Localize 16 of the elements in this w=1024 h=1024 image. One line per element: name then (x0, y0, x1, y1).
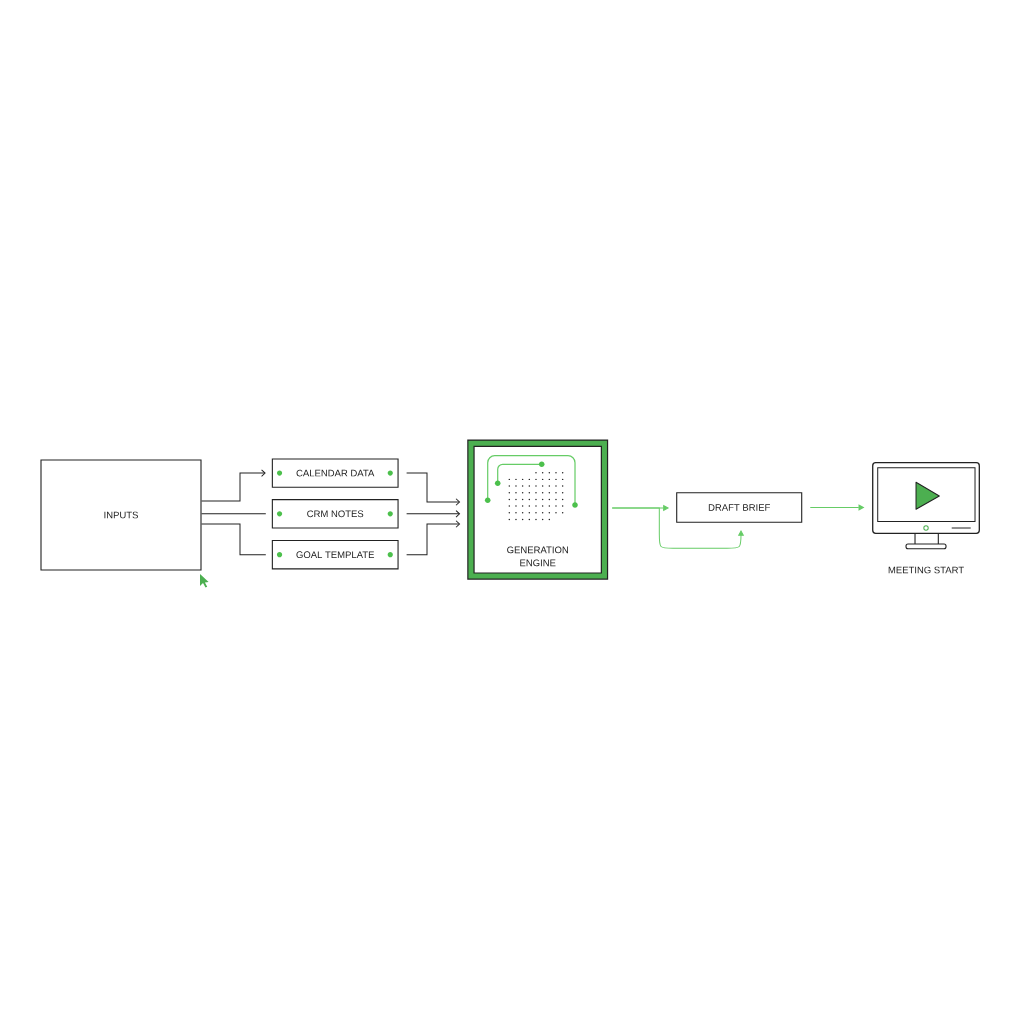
node-label: MEETING START (888, 566, 964, 574)
source-box: GOAL TEMPLATE (271, 540, 399, 570)
engine-box: GENERATION ENGINE (467, 439, 609, 580)
arrow (809, 504, 864, 511)
arrow (406, 472, 460, 506)
arrow (406, 510, 460, 518)
process-box: INPUTS (40, 459, 202, 571)
arrow (406, 520, 460, 556)
source-box: CALENDAR DATA (271, 458, 399, 488)
arrow (611, 507, 744, 549)
process-box: DRAFT BRIEF (676, 492, 803, 523)
monitor-picture (872, 462, 980, 550)
arrow (201, 469, 266, 502)
connector-line (201, 513, 267, 515)
source-box: CRM NOTES (271, 499, 399, 529)
connector-line (201, 523, 267, 556)
